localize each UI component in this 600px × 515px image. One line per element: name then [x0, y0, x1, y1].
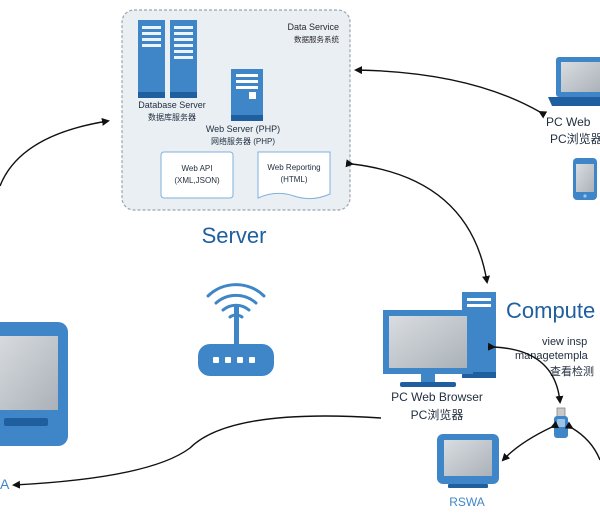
- server-label: Server: [202, 223, 267, 248]
- service-title: Data Service: [287, 22, 339, 32]
- left-device-label: A: [0, 476, 10, 492]
- rswa-label: RSWA: [449, 495, 485, 509]
- web-api-card: [160, 151, 234, 199]
- computer-title: Compute: [506, 298, 595, 323]
- web-reporting-line1: Web Reporting: [267, 163, 320, 172]
- computer-desc-line2: managetempla: [515, 350, 589, 362]
- web-server-icon: [231, 69, 263, 121]
- usb-dongle-icon: [554, 407, 568, 438]
- web-reporting-card: [257, 151, 331, 200]
- database-server-label-cn: 数据库服务器: [148, 112, 196, 122]
- web-server-label-cn: 网络服务器 (PHP): [211, 136, 275, 146]
- desktop-pc-icon: [383, 292, 496, 387]
- database-server-icon: [138, 20, 197, 98]
- arrow-usb-to-right-edge: [564, 421, 600, 461]
- rswa-tablet-icon: [437, 434, 499, 488]
- pc-browser-label: PC Web Browser: [391, 390, 483, 404]
- web-reporting-line2: (HTML): [280, 175, 307, 184]
- arrow-computer-to-usb: [487, 342, 564, 404]
- arrow-server-to-computer: [345, 159, 490, 284]
- right-pc-label: PC Web: [546, 115, 591, 129]
- web-server-label: Web Server (PHP): [206, 124, 280, 134]
- database-server-label: Database Server: [138, 100, 206, 110]
- arrow-computer-to-left: [12, 415, 382, 489]
- web-api-line1: Web API: [182, 164, 213, 173]
- pc-browser-label-cn: PC浏览器: [411, 407, 464, 422]
- service-title-cn: 数据服务系统: [294, 34, 339, 44]
- arrow-left-to-server: [0, 117, 110, 187]
- computer-desc-line1: view insp: [542, 336, 587, 348]
- web-api-line2: (XML,JSON): [174, 176, 220, 185]
- arrow-server-to-right-devices: [354, 66, 548, 119]
- laptop-icon: [548, 57, 600, 106]
- router-icon: [198, 306, 274, 376]
- arrow-usb-to-rswa: [501, 420, 560, 462]
- phone-icon: [573, 158, 597, 200]
- right-pc-label-cn: PC浏览器: [550, 131, 600, 146]
- left-tablet-icon: [0, 322, 68, 446]
- computer-desc-line3: 查看检测: [550, 364, 594, 378]
